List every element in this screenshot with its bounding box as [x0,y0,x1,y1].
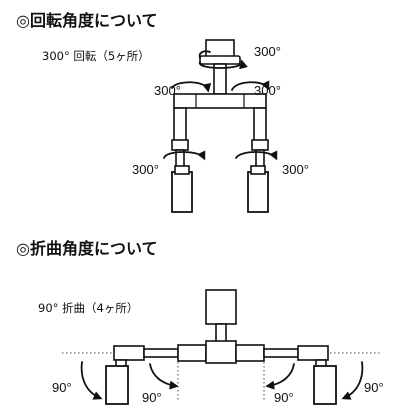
bending-angle-4: 90° [364,380,384,395]
rotation-left-socket [174,165,190,175]
rotation-right-arm [253,107,267,143]
rotation-angle-top-right: 300° [254,44,281,59]
bending-bar-seg-3 [235,344,265,362]
bending-caption: 90° 折曲（4ヶ所） [38,301,138,315]
bending-angle-2: 90° [142,390,162,405]
rotation-heading: ◎回転角度について [16,11,157,30]
bending-arrow-4 [341,361,364,400]
rotation-arrow-top [199,59,248,70]
bending-bar-link-1 [143,348,179,358]
rotation-angle-low-left: 300° [132,162,159,177]
bending-stem [215,323,227,343]
bending-angle-1: 90° [52,380,72,395]
bending-arrow-2 [149,363,179,390]
rotation-caption: 300° 回転（5ヶ所） [42,49,150,63]
rotation-angle-mid-left: 300° [154,83,181,98]
bending-bar-link-2 [263,348,299,358]
bending-arrow-1 [80,361,103,400]
rotation-arrow-low-right [235,150,278,161]
rotation-section: ◎回転角度について 300° 回転（5ヶ所） 300° 300° 300° [16,11,309,213]
bending-bar-seg-1 [113,345,145,361]
rotation-arrow-top-back [198,50,211,59]
bending-section: ◎折曲角度について 90° 折曲（4ヶ所） 90° 90° 90° 90° [16,239,384,405]
rotation-angle-low-right: 300° [282,162,309,177]
rotation-arrow-low-left [163,150,206,161]
rotation-right-lamp [247,171,269,213]
bending-arrow-3 [265,363,295,390]
rotation-right-socket [250,165,266,175]
rotation-left-joint [171,139,189,151]
bending-top-block [205,289,237,325]
rotation-angle-mid-right: 300° [254,83,281,98]
bending-bar-seg-4 [297,345,329,361]
bending-right-lamp [313,365,337,405]
rotation-arrow-mid-left [171,81,212,93]
rotation-top-collar [199,55,241,65]
rotation-right-joint [251,139,269,151]
bending-bar-center [205,340,237,364]
bending-bar-seg-2 [177,344,207,362]
bending-angle-3: 90° [274,390,294,405]
rotation-arrow-mid-right [231,80,270,91]
rotation-cross-bar [173,93,267,109]
rotation-left-lamp [171,171,193,213]
bending-heading: ◎折曲角度について [16,239,157,258]
rotation-left-arm [173,107,187,143]
bending-left-lamp [105,365,129,405]
